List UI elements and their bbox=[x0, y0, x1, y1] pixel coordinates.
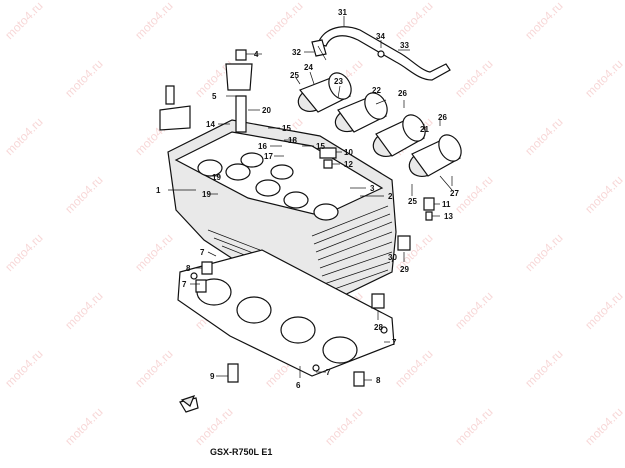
watermark-text: moto4.ru bbox=[582, 173, 625, 216]
callout-4: 4 bbox=[254, 50, 259, 59]
callout-11: 11 bbox=[442, 200, 451, 209]
callout-27: 27 bbox=[450, 189, 459, 198]
watermark-text: moto4.ru bbox=[522, 231, 565, 274]
callout-15a: 15 bbox=[282, 124, 291, 133]
callout-16: 16 bbox=[258, 142, 267, 151]
callout-5: 5 bbox=[212, 92, 217, 101]
watermark-text: moto4.ru bbox=[582, 405, 625, 448]
watermark-text: moto4.ru bbox=[62, 289, 105, 332]
watermark-text: moto4.ru bbox=[452, 57, 495, 100]
watermark-text: moto4.ru bbox=[452, 289, 495, 332]
breather-hose bbox=[311, 26, 451, 81]
callout-20: 20 bbox=[262, 106, 271, 115]
callout-12: 12 bbox=[344, 160, 353, 169]
callout-23: 23 bbox=[334, 77, 343, 86]
callout-22: 22 bbox=[372, 86, 381, 95]
watermark-text: moto4.ru bbox=[192, 405, 235, 448]
callout-31: 31 bbox=[338, 8, 347, 17]
watermark-text: moto4.ru bbox=[132, 231, 175, 274]
watermark-text: moto4.ru bbox=[62, 173, 105, 216]
callout-7d: 7 bbox=[326, 368, 331, 377]
callout-19b: 19 bbox=[202, 190, 211, 199]
callout-8b: 8 bbox=[376, 376, 381, 385]
front-arrow-icon bbox=[180, 395, 196, 407]
watermark-text: moto4.ru bbox=[522, 115, 565, 158]
hardware bbox=[159, 49, 435, 413]
watermark-text: moto4.ru bbox=[522, 0, 565, 42]
callout-9: 9 bbox=[210, 372, 215, 381]
callout-7a: 7 bbox=[200, 248, 205, 257]
model-label: GSX-R750L E1 bbox=[210, 447, 272, 457]
callout-8a: 8 bbox=[186, 264, 191, 273]
callout-28: 28 bbox=[374, 323, 383, 332]
callout-13: 13 bbox=[444, 212, 453, 221]
callout-7c: 7 bbox=[392, 338, 397, 347]
watermark-text: moto4.ru bbox=[522, 347, 565, 390]
callout-29: 29 bbox=[400, 265, 409, 274]
callout-25a: 25 bbox=[290, 71, 299, 80]
callout-15b: 15 bbox=[316, 142, 325, 151]
watermark-text: moto4.ru bbox=[582, 57, 625, 100]
watermark-text: moto4.ru bbox=[322, 405, 365, 448]
watermark-text: moto4.ru bbox=[392, 0, 435, 42]
callout-24: 24 bbox=[304, 63, 313, 72]
callout-14: 14 bbox=[206, 120, 215, 129]
head-gasket bbox=[177, 249, 395, 377]
callout-26a: 26 bbox=[398, 89, 407, 98]
callout-34: 34 bbox=[376, 32, 385, 41]
callout-21: 21 bbox=[420, 125, 429, 134]
callout-2: 2 bbox=[388, 192, 393, 201]
callout-32: 32 bbox=[292, 48, 301, 57]
callout-25b: 25 bbox=[408, 197, 417, 206]
callout-18: 18 bbox=[288, 136, 297, 145]
watermark-text: moto4.ru bbox=[582, 289, 625, 332]
cylinder-head bbox=[167, 119, 397, 303]
watermark-text: moto4.ru bbox=[2, 0, 45, 42]
watermark-text: moto4.ru bbox=[62, 57, 105, 100]
callout-7b: 7 bbox=[182, 280, 187, 289]
carb-holders bbox=[297, 72, 462, 191]
watermark-text: moto4.ru bbox=[132, 347, 175, 390]
callout-17: 17 bbox=[264, 152, 273, 161]
watermark-text: moto4.ru bbox=[62, 405, 105, 448]
watermark-text: moto4.ru bbox=[132, 0, 175, 42]
callouts: 1 2 3 4 5 6 7 7 7 7 8 8 9 10 11 12 13 14 bbox=[156, 8, 459, 390]
callout-3: 3 bbox=[370, 184, 375, 193]
callout-6: 6 bbox=[296, 381, 301, 390]
watermark-text: moto4.ru bbox=[262, 0, 305, 42]
watermark-text: moto4.ru bbox=[392, 347, 435, 390]
callout-1: 1 bbox=[156, 186, 161, 195]
callout-10: 10 bbox=[344, 148, 353, 157]
watermark-text: moto4.ru bbox=[452, 405, 495, 448]
watermark-text: moto4.ru bbox=[2, 347, 45, 390]
watermark-text: moto4.ru bbox=[2, 231, 45, 274]
callout-26b: 26 bbox=[438, 113, 447, 122]
callout-19a: 19 bbox=[212, 173, 221, 182]
watermark-text: moto4.ru bbox=[2, 115, 45, 158]
callout-30: 30 bbox=[388, 253, 397, 262]
callout-33: 33 bbox=[400, 41, 409, 50]
